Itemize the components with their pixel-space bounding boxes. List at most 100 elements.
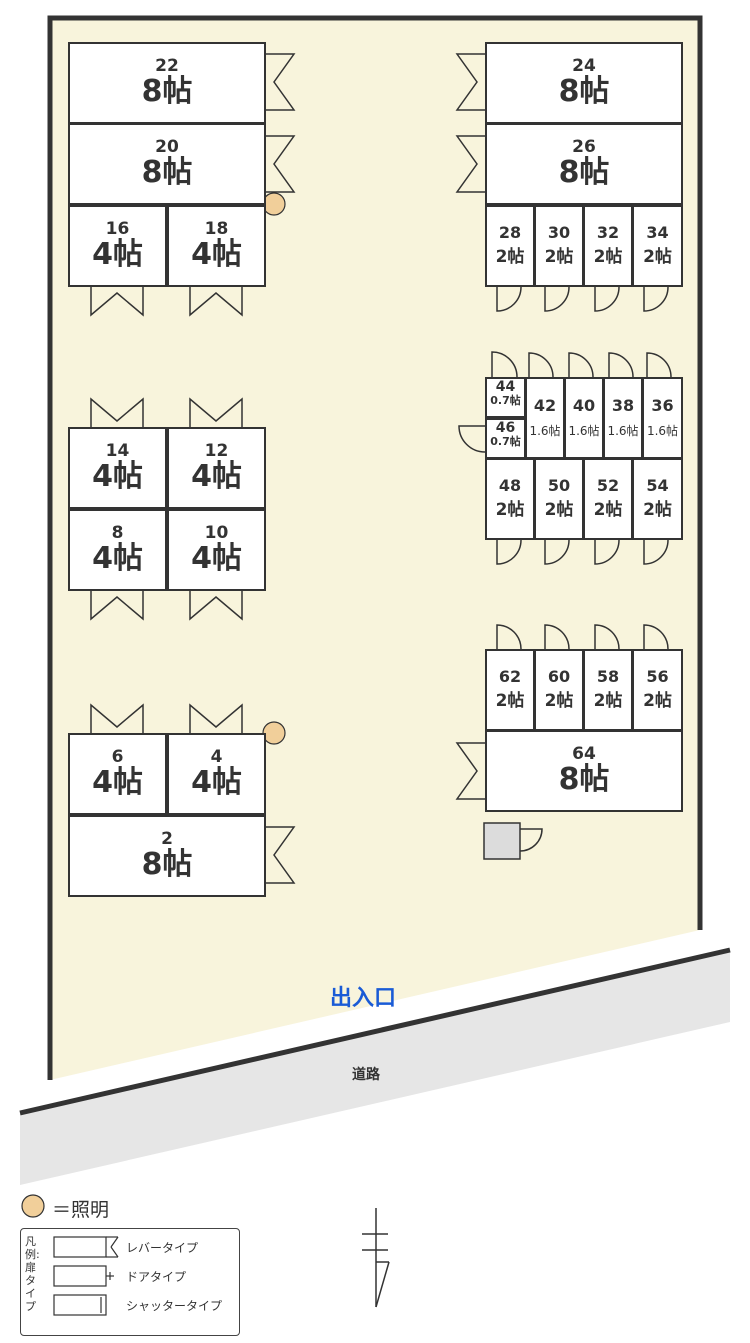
door-symbol [455, 135, 485, 193]
unit-number: 28 [498, 222, 522, 242]
unit-number: 16 [105, 219, 130, 240]
unit-size: 4帖 [92, 237, 143, 273]
light-legend-label: ＝照明 [52, 1199, 110, 1221]
legend-door-icons [53, 1236, 119, 1316]
unit-number: 26 [572, 137, 596, 158]
door-symbol [496, 286, 522, 312]
door-symbol [594, 286, 620, 312]
unit-size: 4帖 [191, 237, 242, 273]
unit-number: 46 [495, 420, 516, 436]
road-label: 道路 [352, 1067, 380, 1083]
unit-number: 38 [611, 396, 635, 416]
light-marker [262, 192, 286, 216]
unit-number: 48 [498, 475, 522, 495]
door-symbol [646, 352, 672, 378]
unit-number: 60 [547, 666, 571, 686]
unit-size: 4帖 [191, 459, 242, 495]
unit-number: 10 [204, 523, 229, 544]
unit-number: 6 [111, 747, 124, 768]
entrance-label: 出入口 [330, 986, 397, 1011]
compass-north-icon [362, 1208, 390, 1308]
door-symbol [90, 397, 144, 427]
unit-size: 1.6帖 [529, 424, 561, 439]
unit-size: 2帖 [593, 247, 623, 268]
unit-number: 34 [646, 222, 669, 242]
legend-lever-type: レバータイプ [126, 1241, 199, 1255]
storage-unit[interactable]: 40 1.6帖 [564, 377, 604, 459]
unit-number: 44 [495, 379, 516, 395]
door-symbol [189, 703, 243, 733]
door-symbol [90, 591, 144, 621]
unit-number: 64 [572, 744, 596, 765]
unit-size: 4帖 [191, 541, 242, 577]
unit-number: 40 [572, 396, 596, 416]
unit-number: 52 [596, 475, 620, 495]
unit-size: 1.6帖 [646, 424, 679, 439]
unit-size: 4帖 [92, 541, 143, 577]
unit-size: 4帖 [191, 765, 242, 801]
unit-size: 2帖 [593, 691, 623, 712]
door-symbol [266, 826, 296, 884]
door-symbol [455, 53, 485, 111]
door-symbol [608, 352, 634, 378]
unit-number: 12 [204, 441, 229, 462]
light-marker [262, 721, 286, 745]
unit-number: 50 [547, 475, 571, 495]
unit-size: 2帖 [544, 500, 574, 521]
unit-number: 24 [572, 56, 596, 77]
door-symbol [643, 624, 669, 650]
door-symbols [90, 53, 672, 884]
road-area [20, 950, 730, 1185]
unit-number: 56 [646, 666, 669, 686]
unit-size: 8帖 [558, 74, 610, 110]
unit-size: 1.6帖 [568, 424, 600, 439]
unit-number: 2 [161, 829, 173, 850]
legend-door-type: ドアタイプ [126, 1270, 187, 1284]
unit-number: 22 [155, 56, 179, 77]
door-symbol [594, 624, 620, 650]
door-symbol [189, 287, 243, 317]
light-legend-icon [21, 1194, 45, 1218]
door-symbol [544, 286, 570, 312]
door-symbol [643, 539, 669, 565]
unit-size: 8帖 [141, 74, 193, 110]
unit-size: 8帖 [141, 155, 193, 191]
unit-size: 0.7帖 [490, 393, 521, 407]
door-symbol [643, 286, 669, 312]
unit-number: 62 [498, 666, 522, 686]
door-symbol [455, 742, 485, 800]
unit-number: 32 [596, 222, 620, 242]
